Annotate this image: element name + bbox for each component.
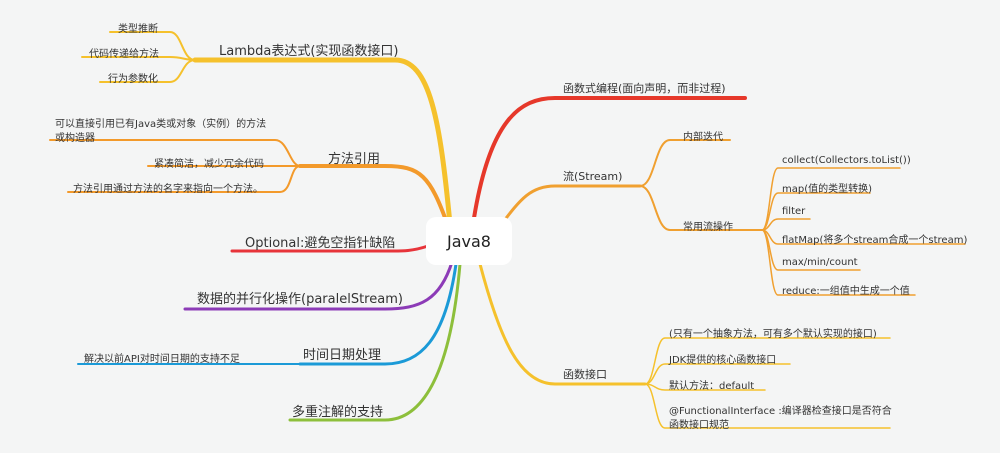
stream-op-maxmin[interactable]: max/min/count [782,257,858,268]
connector-stream [498,184,642,228]
connector-parallel [183,260,454,311]
branch-datetime[interactable]: 时间日期处理 [303,348,382,363]
connector-op-collect [761,167,901,231]
iface-jdk-core[interactable]: JDK提供的核心函数接口 [669,355,777,366]
branch-lambda[interactable]: Lambda表达式(实现函数接口) [219,44,399,59]
stream-op-reduce[interactable]: reduce:一组值中生成一个值 [782,286,910,297]
stream-op-filter[interactable]: filter [782,206,806,217]
method-ref-direct-line1[interactable]: 可以直接引用已有Java类或对象（实例）的方法 [55,119,267,130]
stream-op-map[interactable]: map(值的类型转换) [782,184,873,195]
connector-op-reduce [761,229,916,296]
method-ref-direct-line2[interactable]: 或构造器 [55,133,95,144]
connector-method-ref [298,164,450,228]
connector-stream-internal [639,139,731,187]
connector-annotation [288,262,462,422]
branch-parallel[interactable]: 数据的并行化操作(paralelStream) [197,292,403,307]
connector-iface-annotation [644,383,891,429]
datetime-api-support[interactable]: 解决以前API对时间日期的支持不足 [84,354,240,365]
stream-op-flatmap[interactable]: flatMap(将多个stream合成一个stream) [782,235,968,246]
connector-op-map [761,192,871,231]
lambda-type-inference[interactable]: 类型推断 [118,24,158,35]
iface-single-abstract[interactable]: (只有一个抽象方法，可有多个默认实现的接口) [669,329,877,340]
branch-annotation[interactable]: 多重注解的支持 [292,405,384,420]
connector-iface-default [644,383,766,391]
lambda-pass-code[interactable]: 代码传递给方法 [89,49,159,60]
branch-stream[interactable]: 流(Stream) [563,170,623,183]
connector-iface-jdk [644,363,791,385]
method-ref-by-name[interactable]: 方法引用通过方法的名字来指向一个方法。 [73,184,263,195]
connector-lambda-behavior [99,59,196,83]
connector-iface-single [644,337,891,385]
branch-method-ref[interactable]: 方法引用 [328,152,381,167]
lambda-behavior-param[interactable]: 行为参数化 [108,74,158,85]
method-ref-concise[interactable]: 紧凑简洁，减少冗余代码 [154,159,264,170]
stream-common-ops[interactable]: 常用流操作 [683,222,733,233]
iface-default-method[interactable]: 默认方法：default [669,381,755,392]
root-node[interactable]: Java8 [426,217,512,265]
connector-lambda [192,57,453,227]
branch-functional[interactable]: 函数式编程(面向声明，而非过程) [563,82,726,95]
branch-optional[interactable]: Optional:避免空指针缺陷 [245,236,396,251]
root-label: Java8 [447,231,491,251]
stream-op-collect[interactable]: collect(Collectors.toList()) [782,155,911,166]
connector-datetime [298,262,458,366]
connector-functional [472,96,747,220]
iface-annotation-line2[interactable]: 函数接口规范 [669,420,729,431]
connector-stream-ops [639,185,763,231]
branch-interface[interactable]: 函数接口 [563,368,607,381]
iface-annotation-line1[interactable]: @FunctionalInterface :编译器检查接口是否符合 [669,406,892,417]
stream-internal-iter[interactable]: 内部迭代 [683,132,723,143]
connector-interface [478,262,647,386]
connector-op-filter [761,218,811,231]
connector-optional [230,244,430,253]
connector-mref-name [67,165,301,193]
